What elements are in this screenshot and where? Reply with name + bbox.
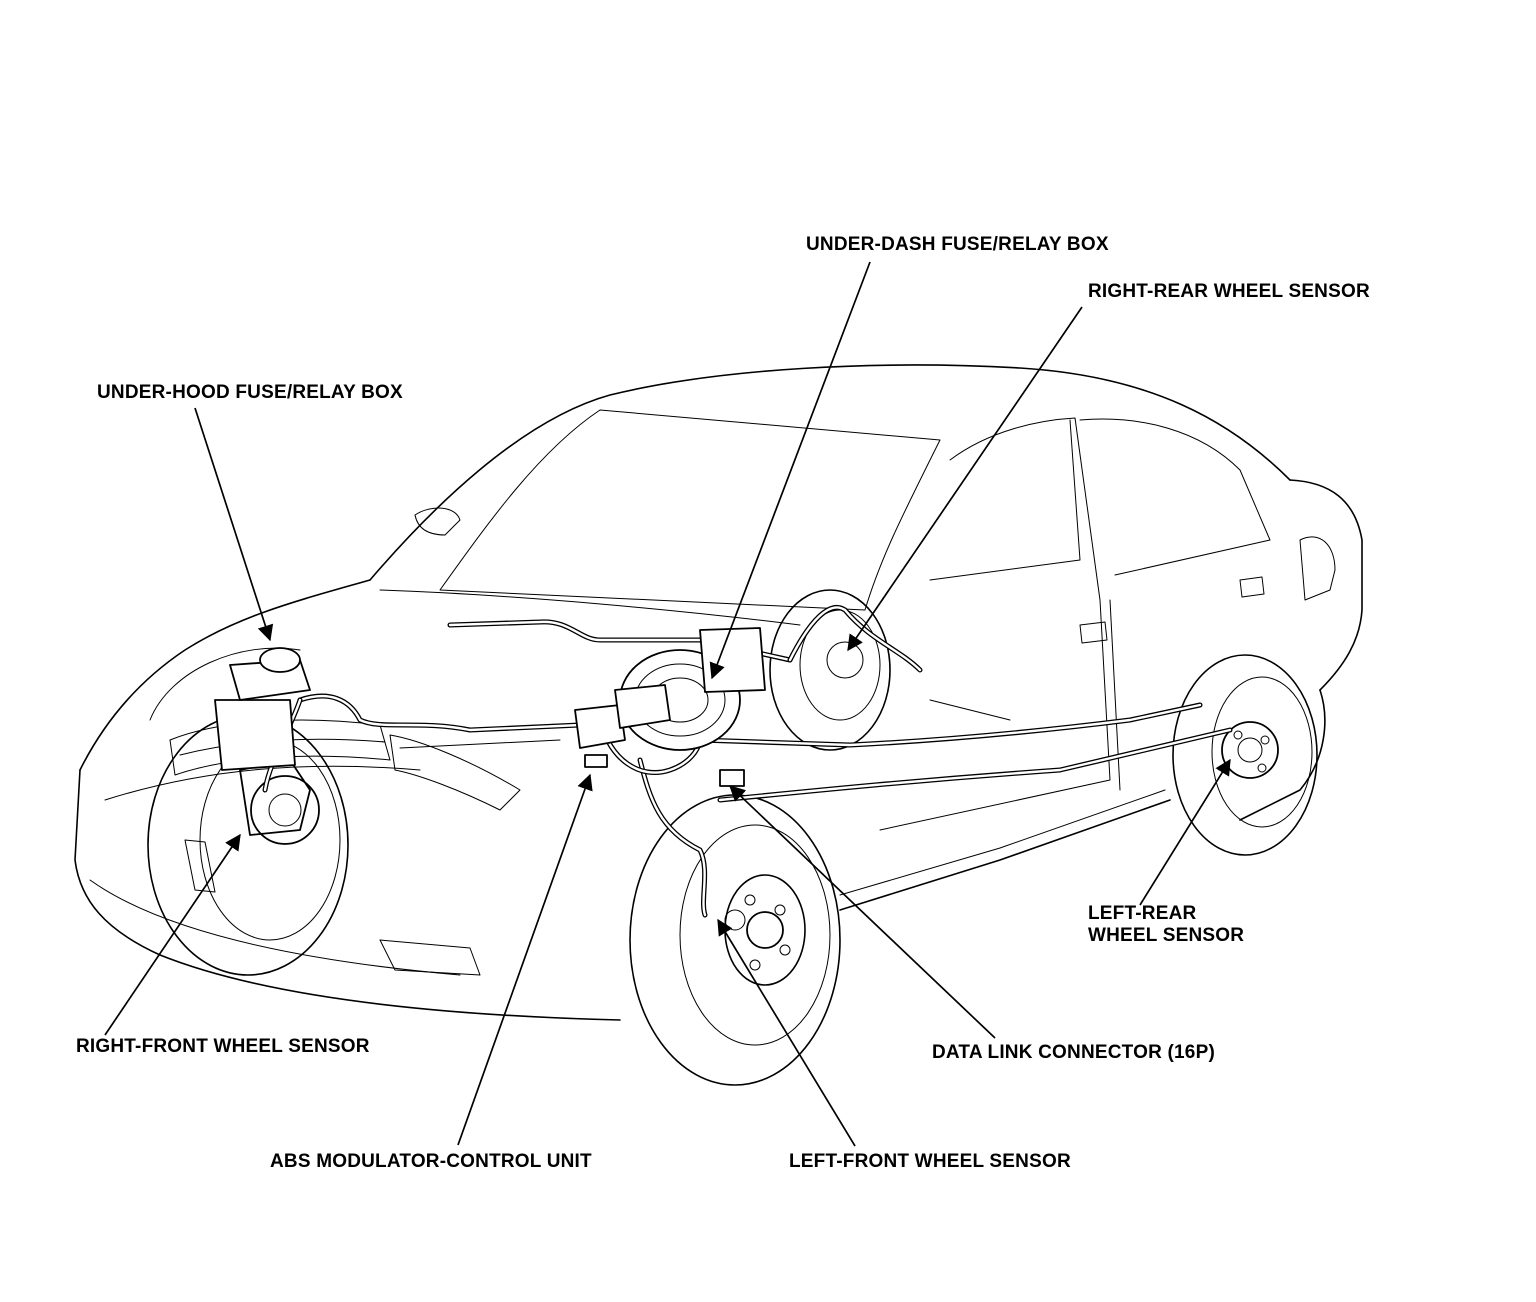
abs-modulator-part [574,684,671,768]
data-link-connector-part [719,769,745,787]
leader-left-front [717,918,856,1147]
rear-door [1079,418,1271,576]
leader-under-dash [709,261,871,680]
label-under-hood-fuse-relay-box: UNDER-HOOD FUSE/RELAY BOX [97,382,403,403]
side-rocker [839,799,1171,911]
label-abs-modulator-control-unit: ABS MODULATOR-CONTROL UNIT [270,1151,592,1172]
label-data-link-connector: DATA LINK CONNECTOR (16P) [932,1042,1215,1063]
leader-abs-modulator [457,773,593,1146]
taillight [1299,536,1336,601]
label-under-dash-fuse-relay-box: UNDER-DASH FUSE/RELAY BOX [806,234,1109,255]
under-hood-fuse-relay-box-part [214,647,311,771]
leader-data-link [729,785,996,1039]
label-left-front-wheel-sensor: LEFT-FRONT WHEEL SENSOR [789,1151,1071,1172]
label-left-rear-wheel-sensor-line2: WHEEL SENSOR [1088,925,1245,946]
leader-lines [104,261,1231,1147]
under-dash-fuse-relay-box-part [699,627,766,693]
front-door [879,417,1111,831]
left-front-wheel [629,794,841,1086]
side-mirror [414,507,461,536]
windshield [439,409,941,611]
leader-right-rear [847,306,1083,652]
leader-left-rear [1139,758,1231,906]
left-rear-wheel [1172,654,1318,856]
leader-right-front [104,833,241,1036]
label-right-rear-wheel-sensor: RIGHT-REAR WHEEL SENSOR [1088,281,1370,302]
label-left-rear-wheel-sensor-line1: LEFT-REAR [1088,903,1197,924]
label-right-front-wheel-sensor: RIGHT-FRONT WHEEL SENSOR [76,1036,370,1057]
headlight [389,734,521,811]
leader-under-hood [194,407,274,642]
roof-outline [369,364,1291,581]
rear-outline [1289,479,1363,691]
rear-bumper [1239,689,1326,821]
hood-outline [79,579,371,771]
brake-lines-and-harness [262,605,1233,918]
front-fascia [74,769,621,1021]
car-body [74,364,1363,1021]
right-front-wheel [147,714,349,976]
